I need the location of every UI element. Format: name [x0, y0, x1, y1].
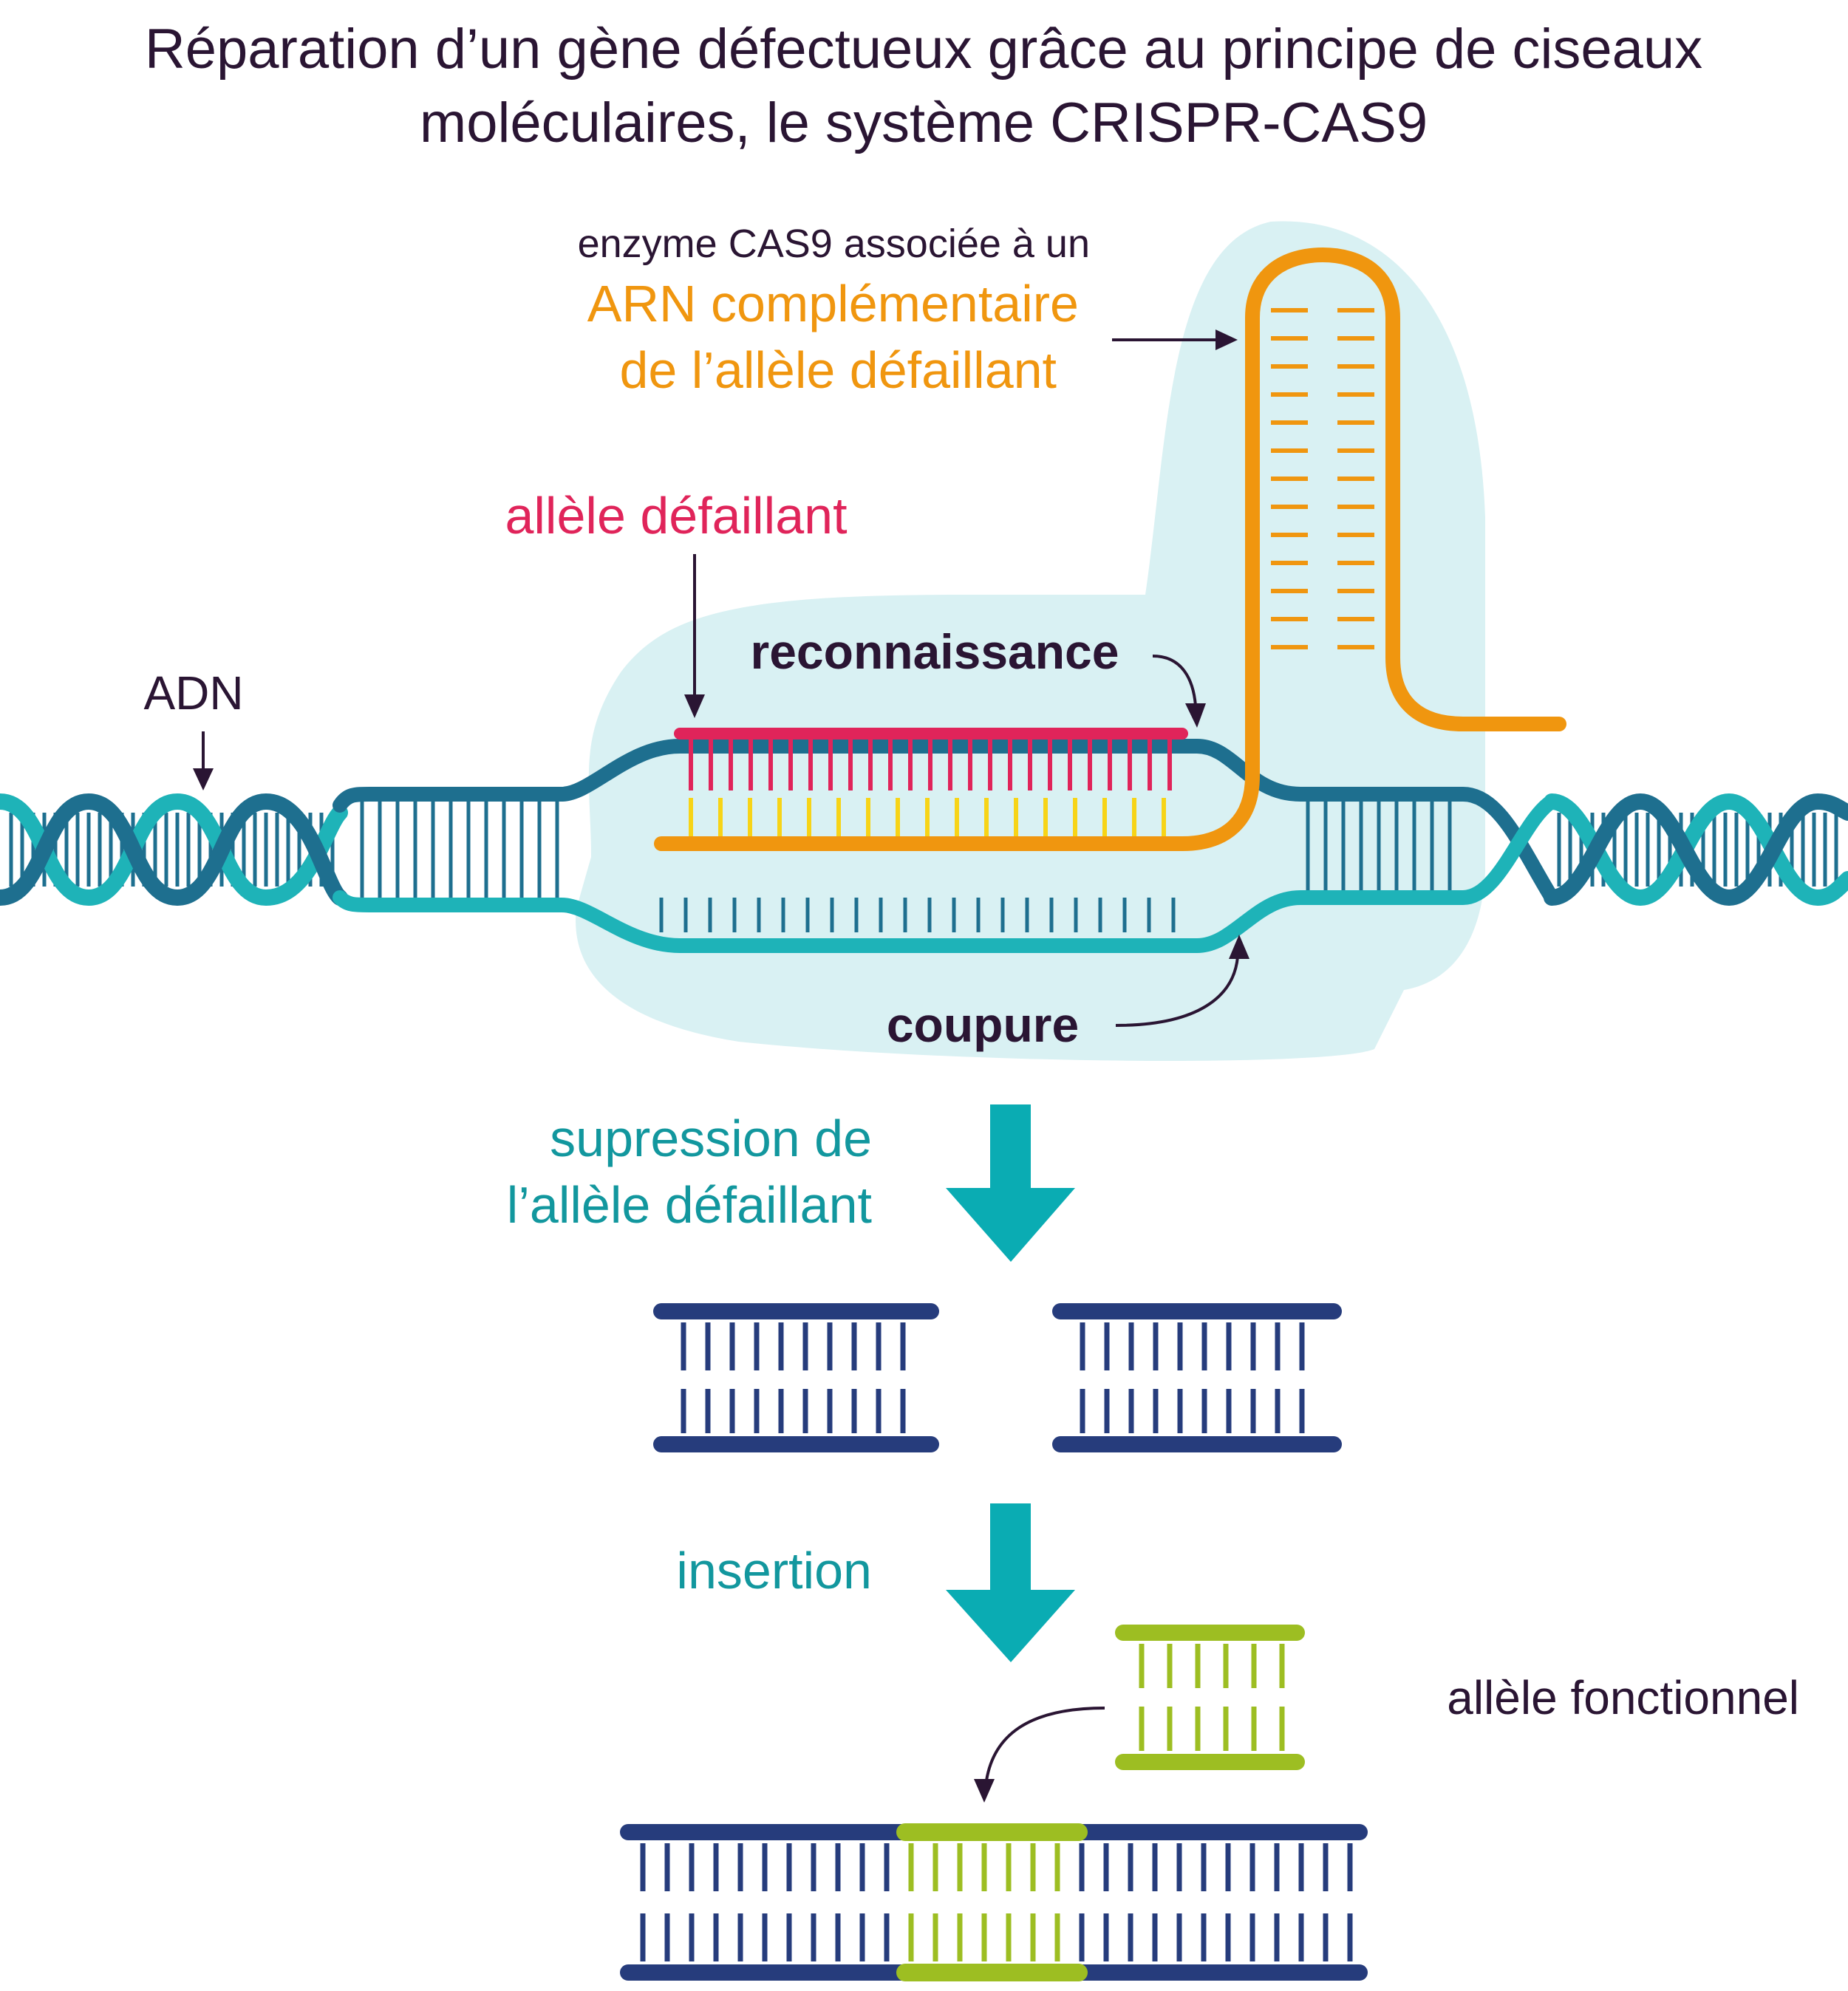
repaired-gene [620, 1823, 1368, 1981]
pink-rungs [689, 739, 1172, 790]
helix-right-strand-light [1544, 793, 1848, 906]
dna-top-strand [333, 739, 1559, 905]
dna-bottom-strand [333, 794, 1559, 953]
frag-right-rungs [1080, 1322, 1305, 1433]
label-insertion: insertion [676, 1542, 872, 1599]
title-line-2: moléculaires, le système CRISPR-CAS9 [420, 92, 1428, 154]
arn-strand [654, 247, 1566, 851]
label-adn: ADN [143, 666, 243, 720]
label-allele-defaillant: allèle défaillant [505, 487, 847, 544]
repaired-rungs [640, 1843, 1353, 1961]
step-arrow-insertion [946, 1503, 1075, 1662]
label-suppression-line-2: l’allèle défaillant [507, 1176, 872, 1234]
label-enzyme: enzyme CAS9 associée à un [578, 222, 1090, 266]
central-rungs [360, 802, 1452, 932]
fragment-right [1052, 1303, 1342, 1452]
label-reconnaissance: reconnaissance [751, 624, 1119, 679]
fragment-left [653, 1303, 939, 1452]
helix-left-strand-light [0, 793, 348, 906]
arrow-coupure [1115, 935, 1249, 1027]
arrow-adn [193, 731, 214, 790]
label-coupure: coupure [887, 997, 1079, 1052]
diagram-title: Réparation d’un gène défectueux grâce au… [145, 18, 1702, 154]
arrow-to-allele [684, 554, 705, 718]
allele-defaillant-strand [674, 728, 1188, 790]
guide-rna-rungs [689, 798, 1166, 836]
label-allele-fonctionnel: allèle fonctionnel [1447, 1671, 1799, 1724]
dna-helix-right [1544, 793, 1848, 906]
arrow-to-arn [1112, 329, 1238, 350]
helix-left-strand-dark [0, 793, 348, 906]
label-arn-line-1: ARN complémentaire [587, 275, 1079, 332]
arrow-reconnaissance [1152, 655, 1206, 728]
step-arrow-suppression [946, 1104, 1075, 1262]
frag-left-rungs [681, 1322, 906, 1433]
hairpin-rungs [1271, 308, 1374, 649]
dna-helix-left [0, 793, 348, 906]
label-arn-line-2: de l’allèle défaillant [619, 341, 1057, 399]
arn-hairpin [654, 247, 1566, 851]
allele-fonctionnel-fragment [1115, 1625, 1305, 1770]
dna-central-section [333, 739, 1559, 953]
green-rungs [1139, 1644, 1285, 1751]
label-suppression-line-1: supression de [550, 1110, 872, 1167]
helix-right-strand-dark [1544, 793, 1848, 906]
arrow-insertion-curve [974, 1707, 1105, 1803]
title-line-1: Réparation d’un gène défectueux grâce au… [145, 18, 1702, 81]
